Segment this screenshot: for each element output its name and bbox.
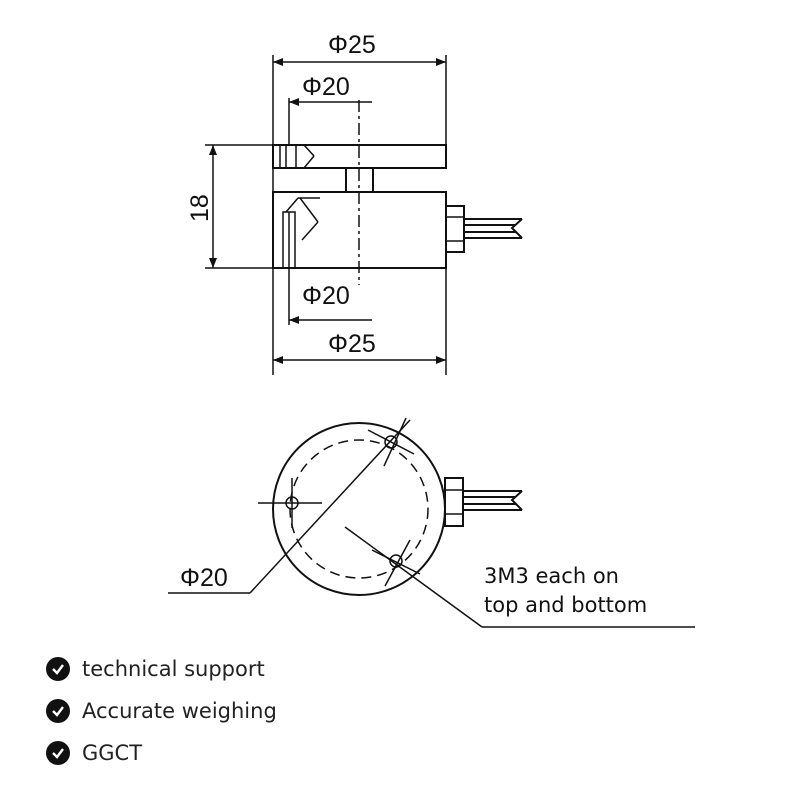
check-circle-icon bbox=[46, 657, 70, 681]
dim-height: 18 bbox=[186, 194, 214, 222]
outer-flange-circle bbox=[272, 422, 446, 596]
feature-label: GGCT bbox=[82, 741, 143, 765]
feature-item: GGCT bbox=[46, 732, 277, 774]
dim-outer-diameter-top: Φ25 bbox=[328, 31, 376, 59]
feature-list: technical support Accurate weighing GGCT bbox=[46, 648, 277, 774]
feature-label: technical support bbox=[82, 657, 265, 681]
thread-note-line1: 3M3 each on bbox=[484, 564, 619, 588]
cable-gland bbox=[445, 205, 465, 253]
dim-bolt-circle-diameter: Φ20 bbox=[180, 564, 228, 592]
feature-label: Accurate weighing bbox=[82, 699, 277, 723]
check-circle-icon bbox=[46, 741, 70, 765]
bolt-circle bbox=[289, 439, 429, 579]
dim-inner-diameter-top: Φ20 bbox=[302, 73, 350, 101]
feature-item: Accurate weighing bbox=[46, 690, 277, 732]
check-circle-icon bbox=[46, 699, 70, 723]
dim-outer-diameter-bottom: Φ25 bbox=[328, 330, 376, 358]
feature-item: technical support bbox=[46, 648, 277, 690]
dim-inner-diameter-bottom: Φ20 bbox=[302, 282, 350, 310]
technical-drawing: Φ25 Φ20 18 Φ20 Φ25 Φ20 3M3 each on top a… bbox=[168, 31, 695, 628]
thread-note-line2: top and bottom bbox=[484, 593, 647, 617]
